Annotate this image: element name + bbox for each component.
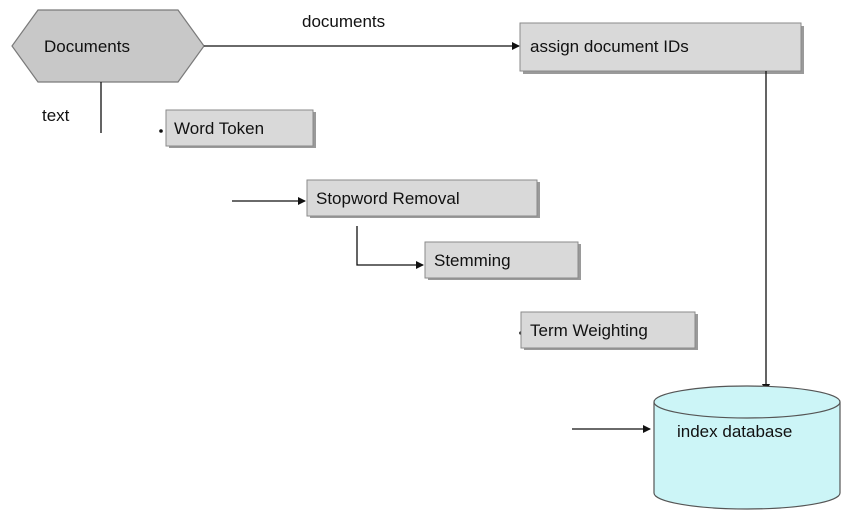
term-weighting-node: Term Weighting [519, 311, 698, 350]
stopword-removal-box [306, 179, 538, 217]
assign-ids-node: assign document IDs [519, 22, 804, 74]
documents-node: Documents [11, 9, 205, 83]
stopword-removal-label: Stopword Removal [316, 189, 460, 208]
assign-ids-label: assign document IDs [530, 37, 689, 56]
edge-label-documents: documents [302, 12, 385, 31]
term-weighting-box [520, 311, 696, 349]
index-database-node: index database [653, 385, 841, 510]
documents-hexagon [11, 9, 205, 83]
edge-label-text: text [42, 106, 70, 125]
stemming-node: Stemming [424, 241, 581, 280]
assign-ids-box [519, 22, 802, 72]
database-cylinder-body [653, 402, 841, 510]
documents-label: Documents [44, 37, 130, 56]
edge-stopword-to-stemming [356, 226, 424, 269]
database-cylinder-top [653, 385, 841, 419]
word-token-box [165, 109, 314, 147]
index-database-label: index database [677, 422, 792, 441]
stopword-removal-node: Stopword Removal [306, 179, 540, 218]
word-token-label: Word Token [174, 119, 264, 138]
term-weighting-label: Term Weighting [530, 321, 648, 340]
word-token-node: Word Token [159, 109, 316, 148]
stemming-label: Stemming [434, 251, 511, 270]
stemming-box [424, 241, 579, 279]
